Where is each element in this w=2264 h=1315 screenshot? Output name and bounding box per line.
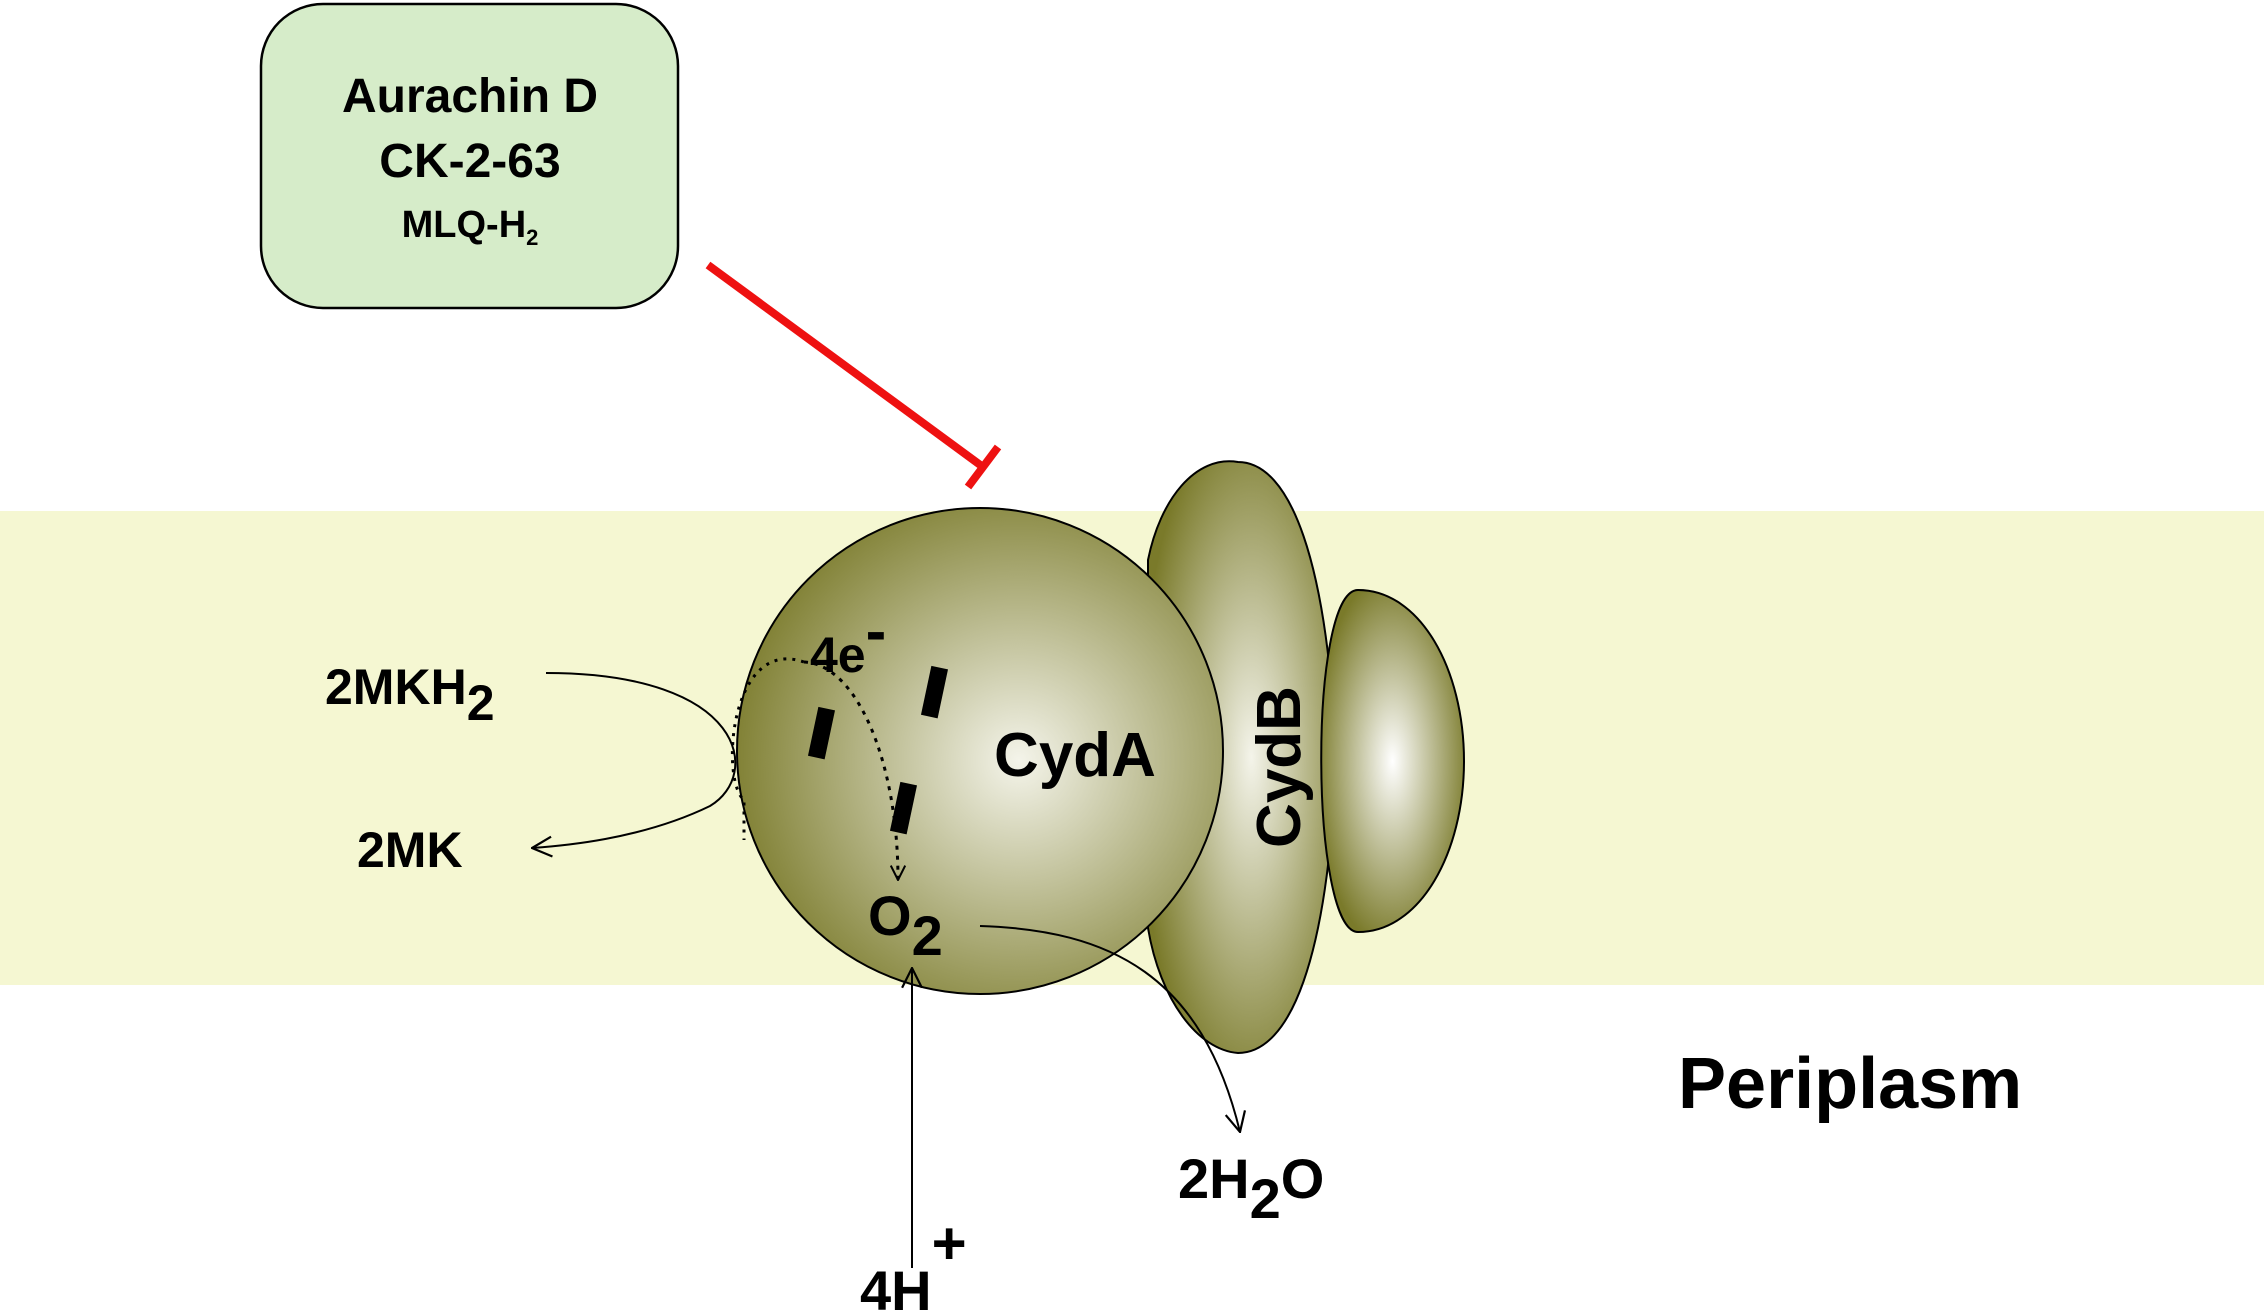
inhibition-bar <box>964 444 1002 490</box>
cydb-subunit <box>1147 460 1338 1055</box>
cyda-label: CydA <box>994 721 1156 790</box>
o2-subscript: 2 <box>912 904 943 967</box>
mk-label: 2MK <box>357 822 463 878</box>
electron-path-curve <box>803 660 898 880</box>
heme-marker-top <box>920 665 949 719</box>
electrons-superscript: - <box>866 597 887 666</box>
cydb-knob <box>1320 588 1466 934</box>
mkh2-subscript: 2 <box>467 675 495 731</box>
water-label: 2H2O <box>1178 1147 1324 1230</box>
electrons-label: 4e- <box>810 597 886 683</box>
protons-label: 4H+ <box>860 1210 967 1315</box>
inhibitor-box <box>259 2 680 310</box>
protons-main: 4H <box>860 1259 932 1315</box>
inhibition-line <box>705 261 986 471</box>
cydb-label: CydB <box>1245 686 1314 848</box>
inhibitor-mlq-main: MLQ-H <box>402 204 527 246</box>
o2-main: O <box>868 884 912 947</box>
periplasm-label: Periplasm <box>1678 1044 2022 1124</box>
inhibitor-aurachin-d: Aurachin D <box>342 70 598 123</box>
water-release-arrow <box>979 925 1240 1132</box>
mkh2-label: 2MKH2 <box>325 659 495 731</box>
water-subscript: 2 <box>1250 1167 1281 1230</box>
water-main: 2H <box>1178 1147 1250 1210</box>
mkh2-to-mk-arrow <box>532 672 737 848</box>
o2-label: O2 <box>868 884 943 967</box>
cyda-subunit <box>736 507 1224 995</box>
electrons-main: 4e <box>810 627 866 683</box>
protons-superscript: + <box>932 1210 967 1277</box>
mkh2-main: 2MKH <box>325 659 467 715</box>
inhibitor-ck-2-63: CK-2-63 <box>379 135 560 188</box>
heme-marker-left <box>807 706 836 760</box>
inhibitor-mlq-h2: MLQ-H2 <box>402 204 539 250</box>
water-oxygen: O <box>1281 1147 1325 1210</box>
heme-marker-bottom <box>889 781 918 835</box>
inhibitor-mlq-subscript: 2 <box>526 225 538 250</box>
